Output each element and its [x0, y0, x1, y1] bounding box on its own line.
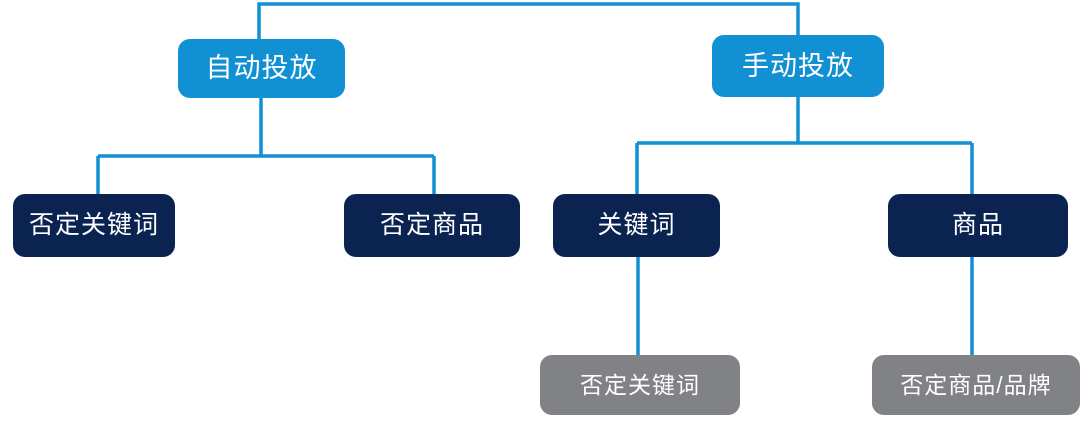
node-product: 商品 [888, 194, 1068, 257]
edge-manual-to-children [635, 97, 974, 196]
edge-auto-to-children [96, 98, 436, 196]
node-auto-targeting: 自动投放 [178, 39, 345, 98]
node-negative-keyword-manual: 否定关键词 [540, 355, 740, 415]
node-negative-product-brand: 否定商品/品牌 [872, 355, 1080, 415]
node-keyword: 关键词 [553, 194, 720, 257]
node-negative-keyword-auto: 否定关键词 [13, 194, 175, 257]
node-negative-product-auto: 否定商品 [344, 194, 520, 257]
node-manual-targeting: 手动投放 [712, 35, 884, 97]
edge-root-to-auto-manual [257, 2, 800, 39]
